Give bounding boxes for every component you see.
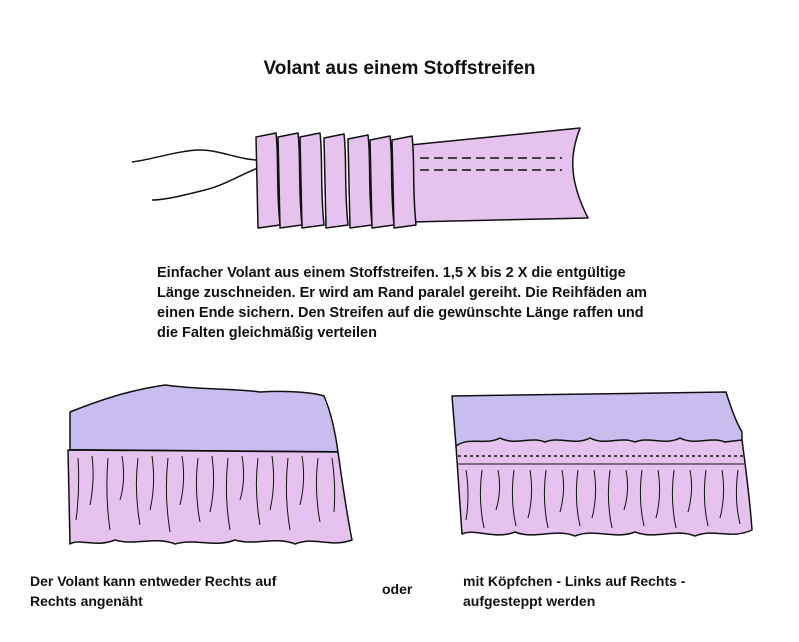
thread-upper	[131, 149, 259, 163]
pleat	[277, 132, 303, 229]
description-line: Einfacher Volant aus einem Stoffstreifen…	[157, 265, 626, 281]
pleat	[299, 132, 325, 229]
heading-topstitched-illustration	[451, 391, 753, 537]
base-fabric	[451, 391, 743, 447]
caption-left: Der Volant kann entweder Rechts auf Rech…	[30, 571, 350, 611]
gathering-stitches	[420, 157, 562, 171]
pleat	[369, 135, 395, 229]
pleat	[255, 132, 281, 229]
description-line: einen Ende sichern. Den Streifen auf die…	[157, 305, 644, 321]
caption-line: aufgesteppt werden	[463, 593, 596, 609]
gathered-strip-illustration	[131, 127, 589, 229]
pleat	[323, 133, 349, 229]
right-on-right-illustration	[67, 384, 353, 545]
ruffle	[455, 437, 753, 537]
gather-folds	[75, 455, 336, 533]
caption-right: mit Köpfchen - Links auf Rechts - aufges…	[463, 571, 763, 611]
thread-lower	[151, 167, 259, 201]
gather-folds	[465, 469, 741, 529]
description-line: Länge zuschneiden. Er wird am Rand paral…	[157, 285, 647, 301]
caption-line: mit Köpfchen - Links auf Rechts -	[463, 573, 686, 589]
flat-strip	[409, 127, 589, 223]
page-title: Volant aus einem Stoffstreifen	[263, 58, 536, 79]
caption-middle: oder	[382, 581, 413, 597]
pleat	[347, 134, 373, 229]
base-fabric	[69, 384, 339, 453]
caption-line: Der Volant kann entweder Rechts auf	[30, 573, 277, 589]
description-text: Einfacher Volant aus einem Stoffstreifen…	[157, 263, 757, 343]
description-line: die Falten gleichmäßig verteilen	[157, 325, 377, 341]
ruffle	[67, 449, 353, 545]
pleat	[391, 135, 417, 229]
caption-line: Rechts angenäht	[30, 593, 143, 609]
